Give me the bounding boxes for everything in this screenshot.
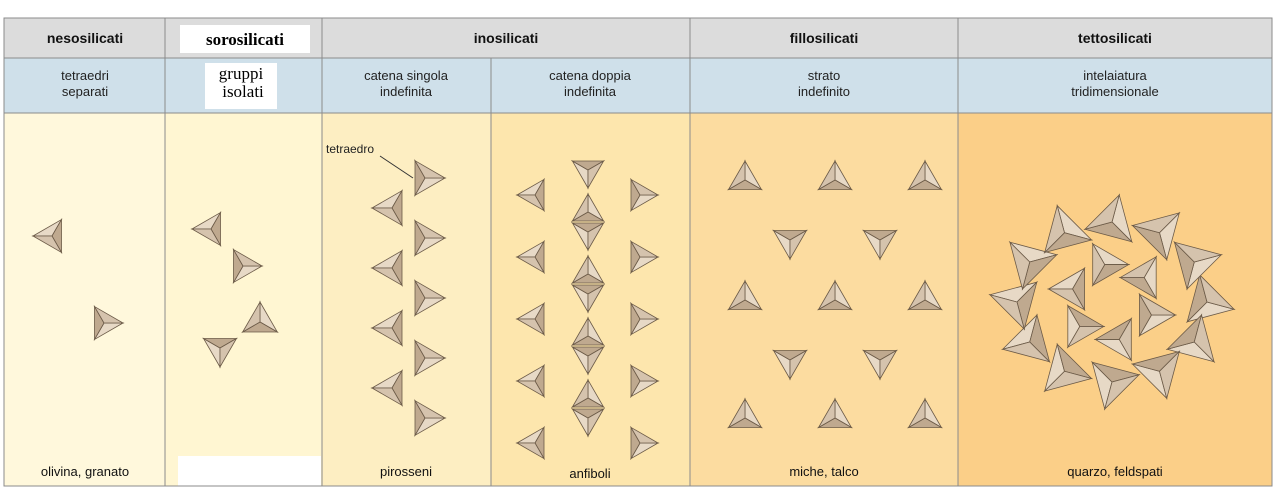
tetrahedron-pair bbox=[241, 300, 279, 334]
tetrahedron-double-chain bbox=[515, 239, 546, 275]
tetrahedra-framework bbox=[988, 193, 1236, 411]
tetrahedron-isolated bbox=[93, 305, 125, 341]
tetrahedron-double-chain bbox=[570, 345, 606, 376]
sorosilicati-subtitle-box bbox=[205, 63, 277, 109]
tetrahedron-double-chain bbox=[570, 407, 606, 438]
header-sorosilicati: sorosilicati bbox=[206, 30, 284, 49]
tetrahedra-double-chain bbox=[515, 159, 660, 461]
tetrahedron-double-chain bbox=[570, 221, 606, 252]
tetrahedron-framework bbox=[1090, 360, 1141, 411]
tetrahedron-double-chain bbox=[515, 177, 546, 213]
tetrahedron-framework bbox=[1138, 292, 1177, 338]
tetrahedron-pair bbox=[190, 211, 222, 247]
tetrahedron-double-chain bbox=[570, 378, 606, 409]
tetrahedron-framework bbox=[1047, 266, 1086, 312]
tetrahedron-sheet bbox=[862, 349, 898, 381]
tetrahedron-double-chain bbox=[570, 283, 606, 314]
tetrahedron-sheet bbox=[772, 349, 808, 381]
tetrahedron-chain bbox=[413, 279, 447, 317]
tetrahedron-double-chain bbox=[570, 316, 606, 347]
column-bg-neso bbox=[4, 113, 165, 486]
tetrahedron-framework bbox=[1173, 240, 1223, 291]
tetrahedra-pairs bbox=[190, 211, 279, 369]
tetrahedra-single-chain bbox=[370, 159, 447, 437]
tetrahedron-pair bbox=[202, 337, 238, 369]
tetrahedra-sheet bbox=[727, 159, 943, 429]
tetrahedron-double-chain bbox=[515, 425, 546, 461]
tetrahedron-framework bbox=[1043, 204, 1094, 254]
column-bg-soro bbox=[165, 113, 322, 486]
tetrahedron-chain bbox=[413, 159, 447, 197]
tetrahedron-framework bbox=[1043, 342, 1094, 393]
tetrahedron-double-chain bbox=[629, 425, 660, 461]
tetrahedron-chain bbox=[413, 339, 447, 377]
tetrahedron-sheet bbox=[907, 279, 943, 311]
annotation-tetraedro: tetraedro bbox=[326, 142, 374, 156]
tetrahedron-sheet bbox=[907, 397, 943, 429]
examples-miche-talco: miche, talco bbox=[789, 464, 858, 479]
tetrahedron-double-chain bbox=[515, 363, 546, 399]
tetrahedron-framework bbox=[1008, 240, 1059, 291]
tetrahedron-double-chain bbox=[629, 239, 660, 275]
tetrahedron-framework bbox=[1083, 193, 1134, 244]
tetrahedron-pair bbox=[232, 248, 264, 284]
tetrahedron-double-chain bbox=[570, 254, 606, 285]
tetrahedron-chain bbox=[370, 309, 404, 347]
sorosilicati-title-box bbox=[180, 25, 310, 53]
tetrahedron-framework bbox=[1118, 255, 1158, 300]
tetrahedron-isolated bbox=[31, 218, 63, 254]
tetrahedron-chain bbox=[413, 399, 447, 437]
tetrahedron-chain bbox=[370, 249, 404, 287]
grid-lines bbox=[3, 17, 1273, 487]
tetrahedron-framework bbox=[1091, 242, 1131, 287]
header-tettosilicati: tettosilicati bbox=[1078, 30, 1152, 46]
tetrahedra-isolated bbox=[31, 218, 125, 341]
sorosilicati-footer-box bbox=[178, 456, 321, 486]
tetrahedron-framework bbox=[988, 280, 1039, 331]
tetrahedron-framework bbox=[1130, 350, 1181, 400]
tetrahedron-double-chain bbox=[629, 177, 660, 213]
examples-pirosseni: pirosseni bbox=[380, 464, 432, 479]
column-bg-ino-single bbox=[322, 113, 491, 486]
header-inosilicati: inosilicati bbox=[474, 30, 539, 46]
tetrahedron-sheet bbox=[772, 229, 808, 261]
tetrahedron-sheet bbox=[907, 159, 943, 191]
tetrahedron-framework bbox=[1165, 313, 1216, 364]
tetrahedron-chain bbox=[370, 189, 404, 227]
tetrahedron-double-chain bbox=[629, 301, 660, 337]
examples-quarzo-feldspati: quarzo, feldspati bbox=[1067, 464, 1163, 479]
annotation-leader-line bbox=[379, 155, 414, 179]
tetrahedron-sheet bbox=[727, 159, 763, 191]
tetrahedron-chain bbox=[370, 369, 404, 407]
tetrahedron-sheet bbox=[817, 159, 853, 191]
tetrahedron-chain bbox=[413, 219, 447, 257]
tetrahedron-double-chain bbox=[570, 159, 606, 190]
tetrahedron-sheet bbox=[727, 279, 763, 311]
tetrahedron-sheet bbox=[862, 229, 898, 261]
tetrahedron-sheet bbox=[817, 279, 853, 311]
tetrahedron-double-chain bbox=[515, 301, 546, 337]
tetrahedron-framework bbox=[1130, 211, 1181, 262]
header-nesosilicati: nesosilicati bbox=[47, 30, 123, 46]
examples-nesosilicati: olivina, granato bbox=[41, 464, 129, 479]
tetrahedron-double-chain bbox=[570, 192, 606, 223]
tetrahedron-sheet bbox=[817, 397, 853, 429]
tetrahedron-sheet bbox=[727, 397, 763, 429]
tetrahedron-framework bbox=[1066, 304, 1106, 349]
tetrahedron-double-chain bbox=[629, 363, 660, 399]
tetrahedron-framework bbox=[1001, 313, 1051, 364]
header-fillosilicati: fillosilicati bbox=[790, 30, 858, 46]
tetrahedron-framework bbox=[1093, 317, 1133, 362]
tetrahedron-framework bbox=[1185, 273, 1236, 324]
examples-anfiboli: anfiboli bbox=[569, 466, 610, 481]
